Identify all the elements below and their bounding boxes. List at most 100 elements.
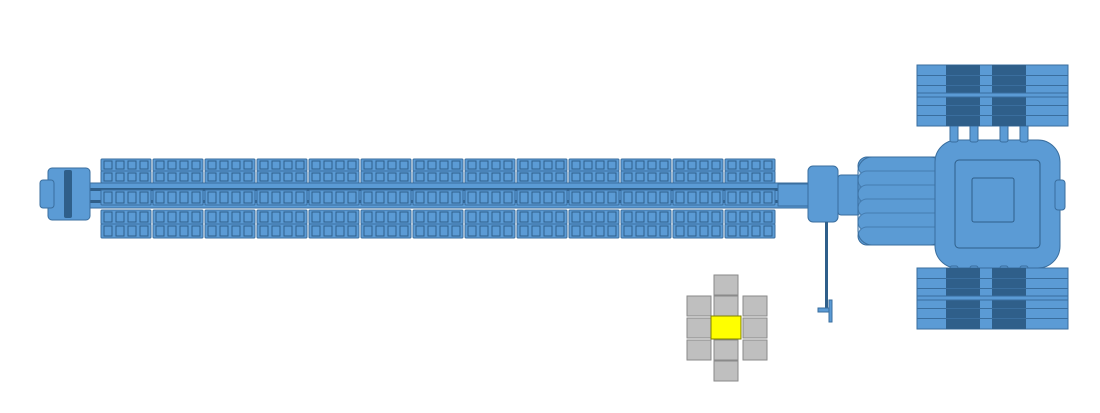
grid-cell[interactable] bbox=[686, 317, 712, 339]
container-crate bbox=[375, 225, 385, 237]
container-crate bbox=[623, 191, 633, 204]
container-crate bbox=[467, 225, 477, 237]
grid-cell[interactable] bbox=[686, 295, 712, 317]
grid-cell[interactable] bbox=[713, 274, 739, 296]
grid-cell[interactable] bbox=[686, 339, 712, 361]
container-crate bbox=[739, 211, 749, 223]
container-crate bbox=[751, 225, 761, 237]
container-crate bbox=[543, 225, 553, 237]
grid-cell[interactable] bbox=[742, 317, 768, 339]
container-crate bbox=[583, 211, 593, 223]
connector bbox=[837, 174, 861, 216]
container-crate bbox=[503, 191, 513, 204]
container-crate bbox=[427, 191, 437, 204]
container-crate bbox=[659, 172, 669, 182]
container-module bbox=[464, 170, 516, 184]
container-crate bbox=[155, 160, 165, 170]
container-crate bbox=[191, 172, 201, 182]
container-crate bbox=[687, 211, 697, 223]
container-crate bbox=[479, 191, 489, 204]
container-crate bbox=[191, 225, 201, 237]
container-crate bbox=[727, 211, 737, 223]
container-crate bbox=[739, 191, 749, 204]
container-crate bbox=[191, 211, 201, 223]
container-crate bbox=[191, 160, 201, 170]
container-crate bbox=[363, 172, 373, 182]
container-crate bbox=[311, 191, 321, 204]
container-crate bbox=[479, 160, 489, 170]
container-crate bbox=[271, 191, 281, 204]
container-crate bbox=[243, 191, 253, 204]
container-crate bbox=[739, 160, 749, 170]
container-crate bbox=[519, 160, 529, 170]
container-crate bbox=[687, 160, 697, 170]
panel-boom bbox=[916, 295, 1069, 301]
hub-core bbox=[971, 177, 1015, 223]
container-module bbox=[152, 189, 204, 206]
container-crate bbox=[439, 225, 449, 237]
container-crate bbox=[699, 160, 709, 170]
container-crate bbox=[271, 172, 281, 182]
container-module bbox=[412, 170, 464, 184]
grid-cell[interactable] bbox=[742, 339, 768, 361]
position-grid[interactable] bbox=[686, 274, 768, 382]
neck bbox=[777, 183, 811, 207]
container-crate bbox=[623, 160, 633, 170]
container-crate bbox=[763, 191, 773, 204]
container-crate bbox=[219, 211, 229, 223]
container-crate bbox=[467, 160, 477, 170]
container-crate bbox=[167, 211, 177, 223]
selected-grid-cell[interactable] bbox=[710, 315, 742, 340]
container-crate bbox=[363, 191, 373, 204]
container-crate bbox=[103, 211, 113, 223]
container-crate bbox=[571, 225, 581, 237]
container-module bbox=[256, 223, 308, 239]
container-crate bbox=[595, 160, 605, 170]
container-module bbox=[620, 223, 672, 239]
container-module bbox=[516, 189, 568, 206]
container-crate bbox=[491, 191, 501, 204]
container-crate bbox=[347, 191, 357, 204]
container-crate bbox=[127, 211, 137, 223]
container-module bbox=[672, 223, 724, 239]
antenna-mast bbox=[825, 222, 828, 310]
container-crate bbox=[347, 211, 357, 223]
panel-boom bbox=[916, 92, 1069, 98]
panel-line bbox=[917, 318, 1068, 319]
container-crate bbox=[259, 160, 269, 170]
container-crate bbox=[167, 225, 177, 237]
container-crate bbox=[555, 225, 565, 237]
container-crate bbox=[439, 191, 449, 204]
container-crate bbox=[399, 172, 409, 182]
container-crate bbox=[583, 191, 593, 204]
container-crate bbox=[115, 172, 125, 182]
container-crate bbox=[103, 160, 113, 170]
container-crate bbox=[231, 191, 241, 204]
grid-cell[interactable] bbox=[713, 295, 739, 317]
command-module bbox=[807, 165, 839, 223]
container-crate bbox=[271, 211, 281, 223]
container-crate bbox=[763, 225, 773, 237]
container-crate bbox=[167, 191, 177, 204]
container-crate bbox=[347, 160, 357, 170]
container-module bbox=[308, 223, 360, 239]
cargo-container bbox=[204, 158, 256, 239]
grid-cell[interactable] bbox=[713, 360, 739, 382]
container-module bbox=[256, 189, 308, 206]
container-crate bbox=[479, 211, 489, 223]
grid-cell[interactable] bbox=[742, 295, 768, 317]
container-crate bbox=[387, 225, 397, 237]
container-crate bbox=[335, 225, 345, 237]
grid-cell[interactable] bbox=[713, 339, 739, 361]
container-crate bbox=[387, 211, 397, 223]
container-crate bbox=[751, 172, 761, 182]
container-crate bbox=[115, 160, 125, 170]
cargo-container bbox=[360, 158, 412, 239]
engine-detail bbox=[64, 170, 72, 218]
container-crate bbox=[155, 191, 165, 204]
container-crate bbox=[647, 160, 657, 170]
container-crate bbox=[711, 225, 721, 237]
container-crate bbox=[467, 191, 477, 204]
container-crate bbox=[243, 225, 253, 237]
spaceship bbox=[39, 64, 1069, 330]
